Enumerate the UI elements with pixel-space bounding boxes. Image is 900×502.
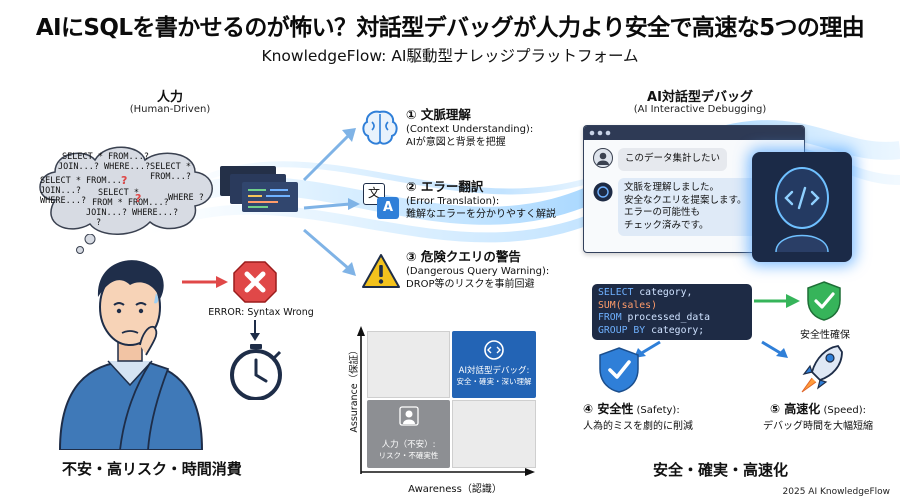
feature-3-en: (Dangerous Query Warning): [406, 266, 550, 277]
feature-4-en: (Safety): [633, 405, 680, 416]
sql-keyword: GROUP BY [598, 324, 646, 336]
matrix-human-label-2: リスク・不確実性 [378, 451, 439, 460]
sql-keyword: SELECT [598, 287, 634, 298]
matrix-human-label-1: 人力（不安）: [381, 440, 436, 450]
thought-bubbles [76, 234, 96, 254]
feature-1-desc: AIが意図と背景を把握 [406, 137, 506, 148]
ai-message-line: チェック済みです。 [624, 219, 709, 231]
shield-check-icon [807, 281, 841, 321]
code-windows-icon [220, 166, 298, 212]
ai-avatar-icon [593, 182, 613, 202]
question-mark-icon: ? [135, 192, 141, 204]
page-subtitle: KnowledgeFlow: AI駆動型ナレッジプラットフォーム [261, 47, 639, 65]
translate-icon: 文 A [363, 183, 399, 219]
feature-1-title: ① 文脈理解 [406, 107, 471, 122]
ai-robot-tile [752, 152, 852, 262]
page-title: AIにSQLを書かせるのが怖い？対話型デバッグが人力より安全で高速な5つの理由 [35, 15, 865, 41]
warning-icon [362, 254, 400, 288]
feature-5: ⑤ 高速化 (Speed): デバッグ時間を大幅短縮 [756, 400, 880, 432]
window-dots-icon [589, 130, 611, 136]
shield-check-blue-icon [599, 347, 639, 393]
ai-head-icon [484, 340, 504, 360]
matrix-ai-label-1: AI対話型デバッグ: [458, 366, 530, 376]
human-heading: 人力 [156, 90, 183, 105]
sql-fragment: SELECT * [150, 162, 191, 172]
clock-icon [230, 344, 282, 400]
matrix-axes [357, 326, 535, 476]
feature-3-desc: DROP等のリスクを事前回避 [406, 279, 535, 290]
svg-text:?: ? [135, 192, 141, 204]
human-heading-en: (Human-Driven) [129, 104, 211, 115]
rocket-icon [801, 345, 843, 393]
sql-fragment: JOIN...? [40, 186, 81, 196]
feature-3-title: ③ 危険クエリの警告 [406, 249, 521, 264]
feature-arrows [302, 128, 360, 276]
sql-text: category, [633, 287, 693, 298]
sql-text: processed_data [621, 312, 711, 323]
sql-code-block: SELECT category, SUM(sales) FROM process… [592, 284, 752, 340]
sql-fragment: FROM...? [150, 172, 191, 182]
feature-5-title: ⑤ 高速化 [769, 402, 821, 416]
question-mark-icon: ? [121, 174, 127, 186]
matrix-ai-label-2: 安全・確実・深い理解 [456, 377, 532, 386]
sql-fragment: ? [96, 218, 102, 228]
feature-1: ① 文脈理解 (Context Understanding): AIが意図と背景… [406, 108, 586, 149]
chat-titlebar [584, 126, 804, 140]
down-arrow-icon [250, 320, 260, 341]
thought-cloud [39, 146, 213, 235]
ai-heading: AI対話型デバッグ [647, 90, 753, 105]
down-right-arrow-icon [761, 340, 788, 358]
matrix-y-label-wrap: Assurance（保証） [344, 334, 360, 444]
sql-fragment: SELECT * [98, 188, 139, 198]
footer-credit: 2025 AI KnowledgeFlow [782, 487, 890, 497]
ai-message-line: エラーの可能性も [624, 207, 701, 218]
user-avatar-icon [593, 148, 613, 168]
worried-person-illustration [58, 260, 204, 450]
feature-2-en: (Error Translation): [406, 196, 500, 207]
feature-4-desc: 人為的ミスを劇的に削減 [583, 421, 693, 432]
feature-5-desc: デバッグ時間を大幅短縮 [763, 421, 873, 432]
red-arrow-icon [182, 276, 228, 288]
ai-bottom-caption: 安全・確実・高速化 [653, 461, 789, 479]
sql-text: category; [645, 324, 705, 336]
sql-fragment: WHERE...? [40, 196, 87, 206]
person-icon [399, 406, 419, 426]
matrix-x-label: Awareness（認識） [408, 484, 502, 495]
green-arrow-icon [754, 294, 800, 308]
matrix-cell-top-left [367, 331, 450, 398]
ai-message: 文脈を理解しました。 安全なクエリを提案します。 エラーの可能性も チェック済み… [618, 178, 768, 236]
feature-1-en: (Context Understanding): [406, 124, 534, 135]
safety-badge-label: 安全性確保 [800, 330, 850, 341]
user-message: このデータ集計したい [618, 148, 728, 171]
feature-3: ③ 危険クエリの警告 (Dangerous Query Warning): DR… [406, 250, 586, 291]
sql-fragment: JOIN...? WHERE...? [86, 208, 179, 218]
feature-2-desc: 難解なエラーを分かりやすく解説 [406, 209, 556, 220]
sql-keyword: FROM [598, 312, 622, 323]
error-icon [233, 261, 277, 303]
error-label: ERROR: Syntax Wrong [208, 307, 314, 318]
ai-message-line: 安全なクエリを提案します。 [624, 194, 747, 206]
feature-4-title: ④ 安全性 [583, 402, 634, 416]
sql-fragment: WHERE ? [168, 193, 204, 203]
ai-message-line: 文脈を理解しました。 [624, 182, 720, 193]
sql-function: SUM(sales) [598, 299, 657, 311]
ai-robot-head-icon [775, 167, 829, 252]
matrix-cell-bottom-left: 人力（不安）: リスク・不確実性 [367, 400, 450, 468]
matrix-cell-top-right: AI対話型デバッグ: 安全・確実・深い理解 [452, 331, 536, 398]
feature-2: ② エラー翻訳 (Error Translation): 難解なエラーを分かりや… [406, 180, 586, 221]
brain-icon [362, 110, 398, 145]
feature-4: ④ 安全性 (Safety): 人為的ミスを劇的に削減 [583, 400, 693, 432]
human-bottom-caption: 不安・高リスク・時間消費 [62, 460, 242, 478]
matrix-cell-bottom-right [452, 400, 536, 468]
sql-fragment: FROM * FROM...? [92, 198, 169, 208]
feature-2-title: ② エラー翻訳 [406, 179, 484, 194]
feature-5-en: (Speed): [820, 405, 867, 416]
translate-glyph-en: A [377, 197, 399, 219]
ai-heading-en: (AI Interactive Debugging) [633, 104, 767, 115]
sql-fragment: JOIN...? WHERE...? [58, 162, 151, 172]
sql-fragment: SELECT * FROM...? [40, 176, 127, 186]
sql-fragment: SELECT * FROM...? [62, 152, 149, 162]
svg-text:?: ? [121, 174, 127, 186]
